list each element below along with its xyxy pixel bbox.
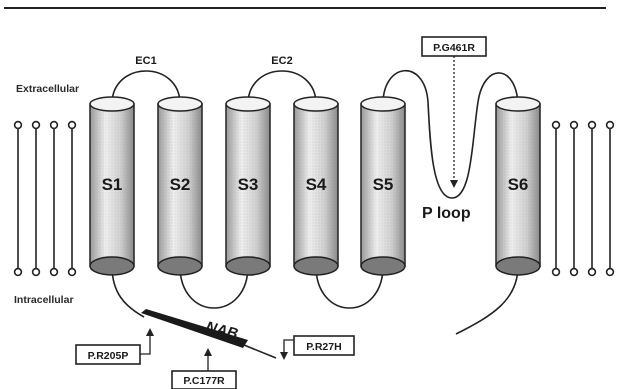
mutation-arrow-r27h xyxy=(284,340,294,354)
ec2-label: EC2 xyxy=(271,55,292,67)
c-terminus-line xyxy=(456,266,518,334)
nab-label: NAB xyxy=(204,318,240,342)
ec1-label: EC1 xyxy=(135,55,156,67)
segment-label-s1: S1 xyxy=(102,175,123,194)
p-loop-label: P loop xyxy=(422,205,471,222)
extracellular-label: Extracellular xyxy=(16,83,79,95)
mutation-label-c177r: P.C177R xyxy=(183,375,225,387)
n-terminal-tail xyxy=(244,345,276,358)
mutation-label-r27h: P.R27H xyxy=(306,341,341,353)
mutation-arrowhead-g461r xyxy=(450,180,458,188)
mutation-arrowhead-c177r xyxy=(204,348,212,356)
segment-label-s6: S6 xyxy=(508,175,529,194)
lipid-bilayer-right xyxy=(553,122,614,276)
mutation-label-r205p: P.R205P xyxy=(88,350,129,362)
lipid-bilayer-left xyxy=(15,122,76,276)
mutation-label-g461r: P.G461R xyxy=(433,42,475,54)
mutation-arrow-r205p xyxy=(140,333,150,354)
segment-label-s3: S3 xyxy=(238,175,259,194)
intracellular-label: Intracellular xyxy=(14,294,74,306)
segment-label-s4: S4 xyxy=(306,175,327,194)
segment-label-s2: S2 xyxy=(170,175,191,194)
mutation-arrowhead-r27h xyxy=(280,352,288,360)
segment-label-s5: S5 xyxy=(373,175,394,194)
mutation-arrowhead-r205p xyxy=(146,328,154,336)
